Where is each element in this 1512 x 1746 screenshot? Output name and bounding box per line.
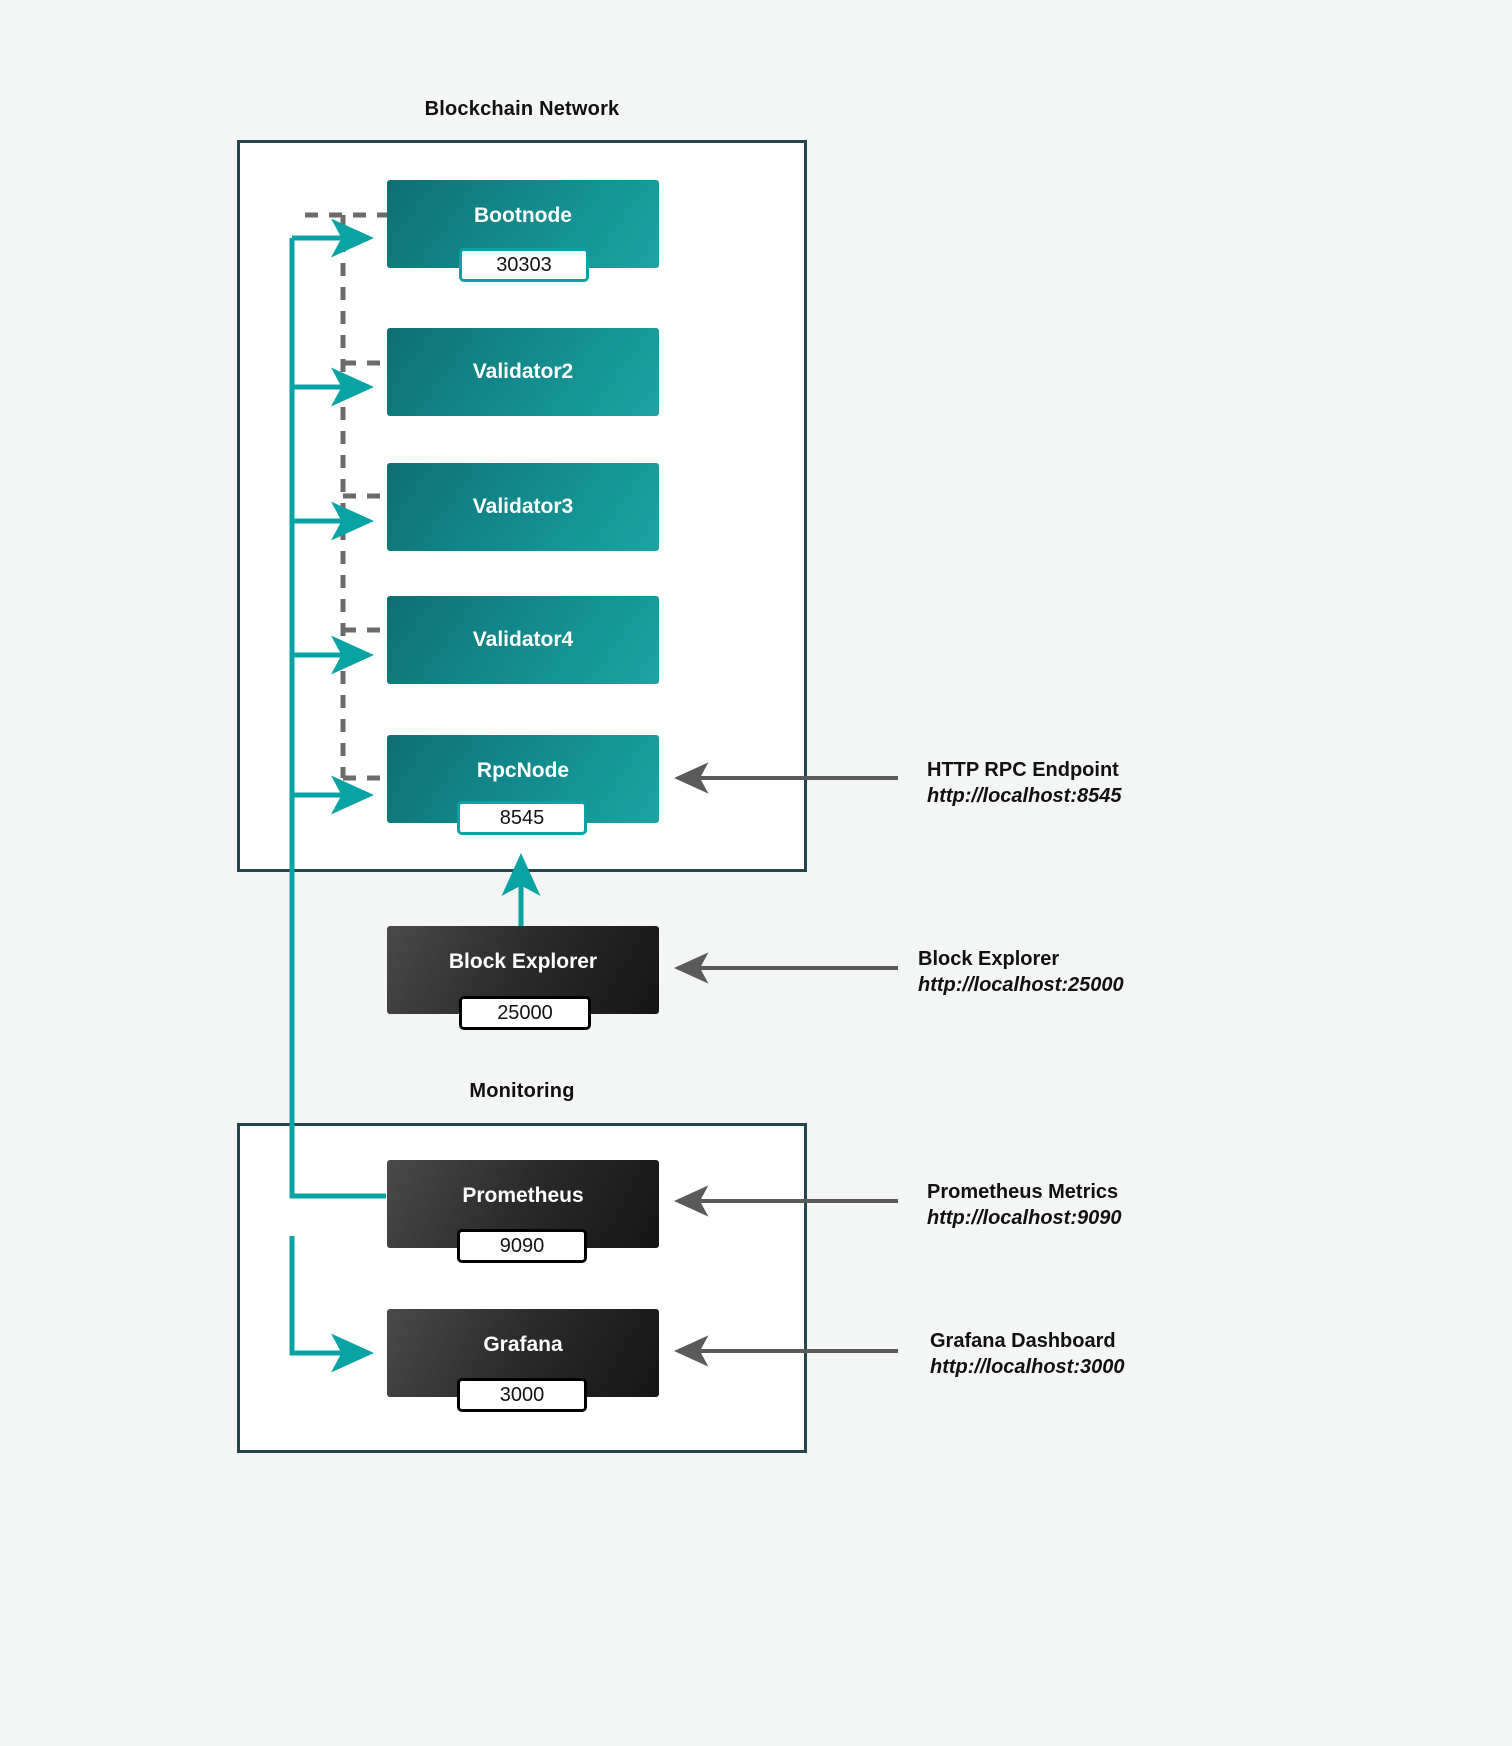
node-label-validator4: Validator4	[472, 628, 574, 651]
node-label-validator2: Validator2	[472, 360, 574, 383]
annotation-url-explorer[interactable]: http://localhost:25000	[918, 974, 1124, 996]
node-label-validator3: Validator3	[472, 495, 574, 518]
node-validator3[interactable]: Validator3	[387, 463, 659, 551]
node-label-block-explorer: Block Explorer	[448, 950, 598, 973]
node-label-grafana: Grafana	[483, 1333, 563, 1356]
node-validator4[interactable]: Validator4	[387, 596, 659, 684]
port-badge-bootnode: 30303	[459, 248, 589, 282]
annotation-block-explorer: Block Explorer http://localhost:25000	[918, 946, 1124, 998]
port-badge-grafana: 3000	[457, 1378, 587, 1412]
cluster-title-blockchain: Blockchain Network	[424, 98, 620, 120]
annotation-title-rpc: HTTP RPC Endpoint	[927, 759, 1119, 781]
node-block-explorer[interactable]: Block Explorer	[387, 926, 659, 1014]
port-badge-prometheus: 9090	[457, 1229, 587, 1263]
annotation-grafana-dashboard: Grafana Dashboard http://localhost:3000	[930, 1328, 1124, 1380]
annotation-url-grafana[interactable]: http://localhost:3000	[930, 1356, 1125, 1378]
annotation-title-grafana: Grafana Dashboard	[930, 1330, 1116, 1352]
port-badge-rpcnode: 8545	[457, 801, 587, 835]
port-badge-block-explorer: 25000	[459, 996, 591, 1030]
node-label-bootnode: Bootnode	[474, 204, 572, 227]
annotation-prometheus-metrics: Prometheus Metrics http://localhost:9090	[927, 1179, 1121, 1231]
annotation-http-rpc-endpoint: HTTP RPC Endpoint http://localhost:8545	[927, 757, 1121, 809]
cluster-title-monitoring: Monitoring	[469, 1080, 575, 1102]
node-validator2[interactable]: Validator2	[387, 328, 659, 416]
annotation-title-explorer: Block Explorer	[918, 948, 1060, 970]
node-label-rpcnode: RpcNode	[476, 759, 570, 782]
node-label-prometheus: Prometheus	[462, 1184, 584, 1207]
annotation-title-prometheus: Prometheus Metrics	[927, 1181, 1119, 1203]
annotation-url-rpc[interactable]: http://localhost:8545	[927, 785, 1122, 807]
annotation-url-prometheus[interactable]: http://localhost:9090	[927, 1207, 1122, 1229]
